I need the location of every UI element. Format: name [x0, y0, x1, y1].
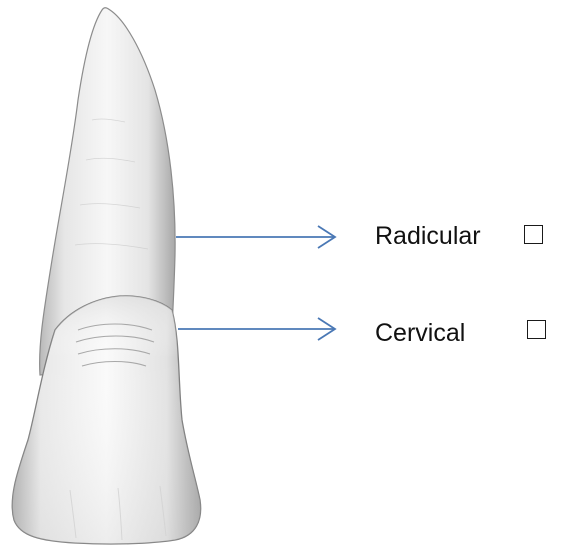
cervical-label: Cervical — [375, 321, 465, 346]
cervical-checkbox[interactable] — [527, 320, 546, 339]
radicular-checkbox[interactable] — [524, 225, 543, 244]
radicular-label: Radicular — [375, 224, 481, 249]
cervical-arrow-icon — [178, 318, 335, 340]
crown-shading — [12, 296, 200, 544]
radicular-arrow-icon — [176, 226, 335, 248]
